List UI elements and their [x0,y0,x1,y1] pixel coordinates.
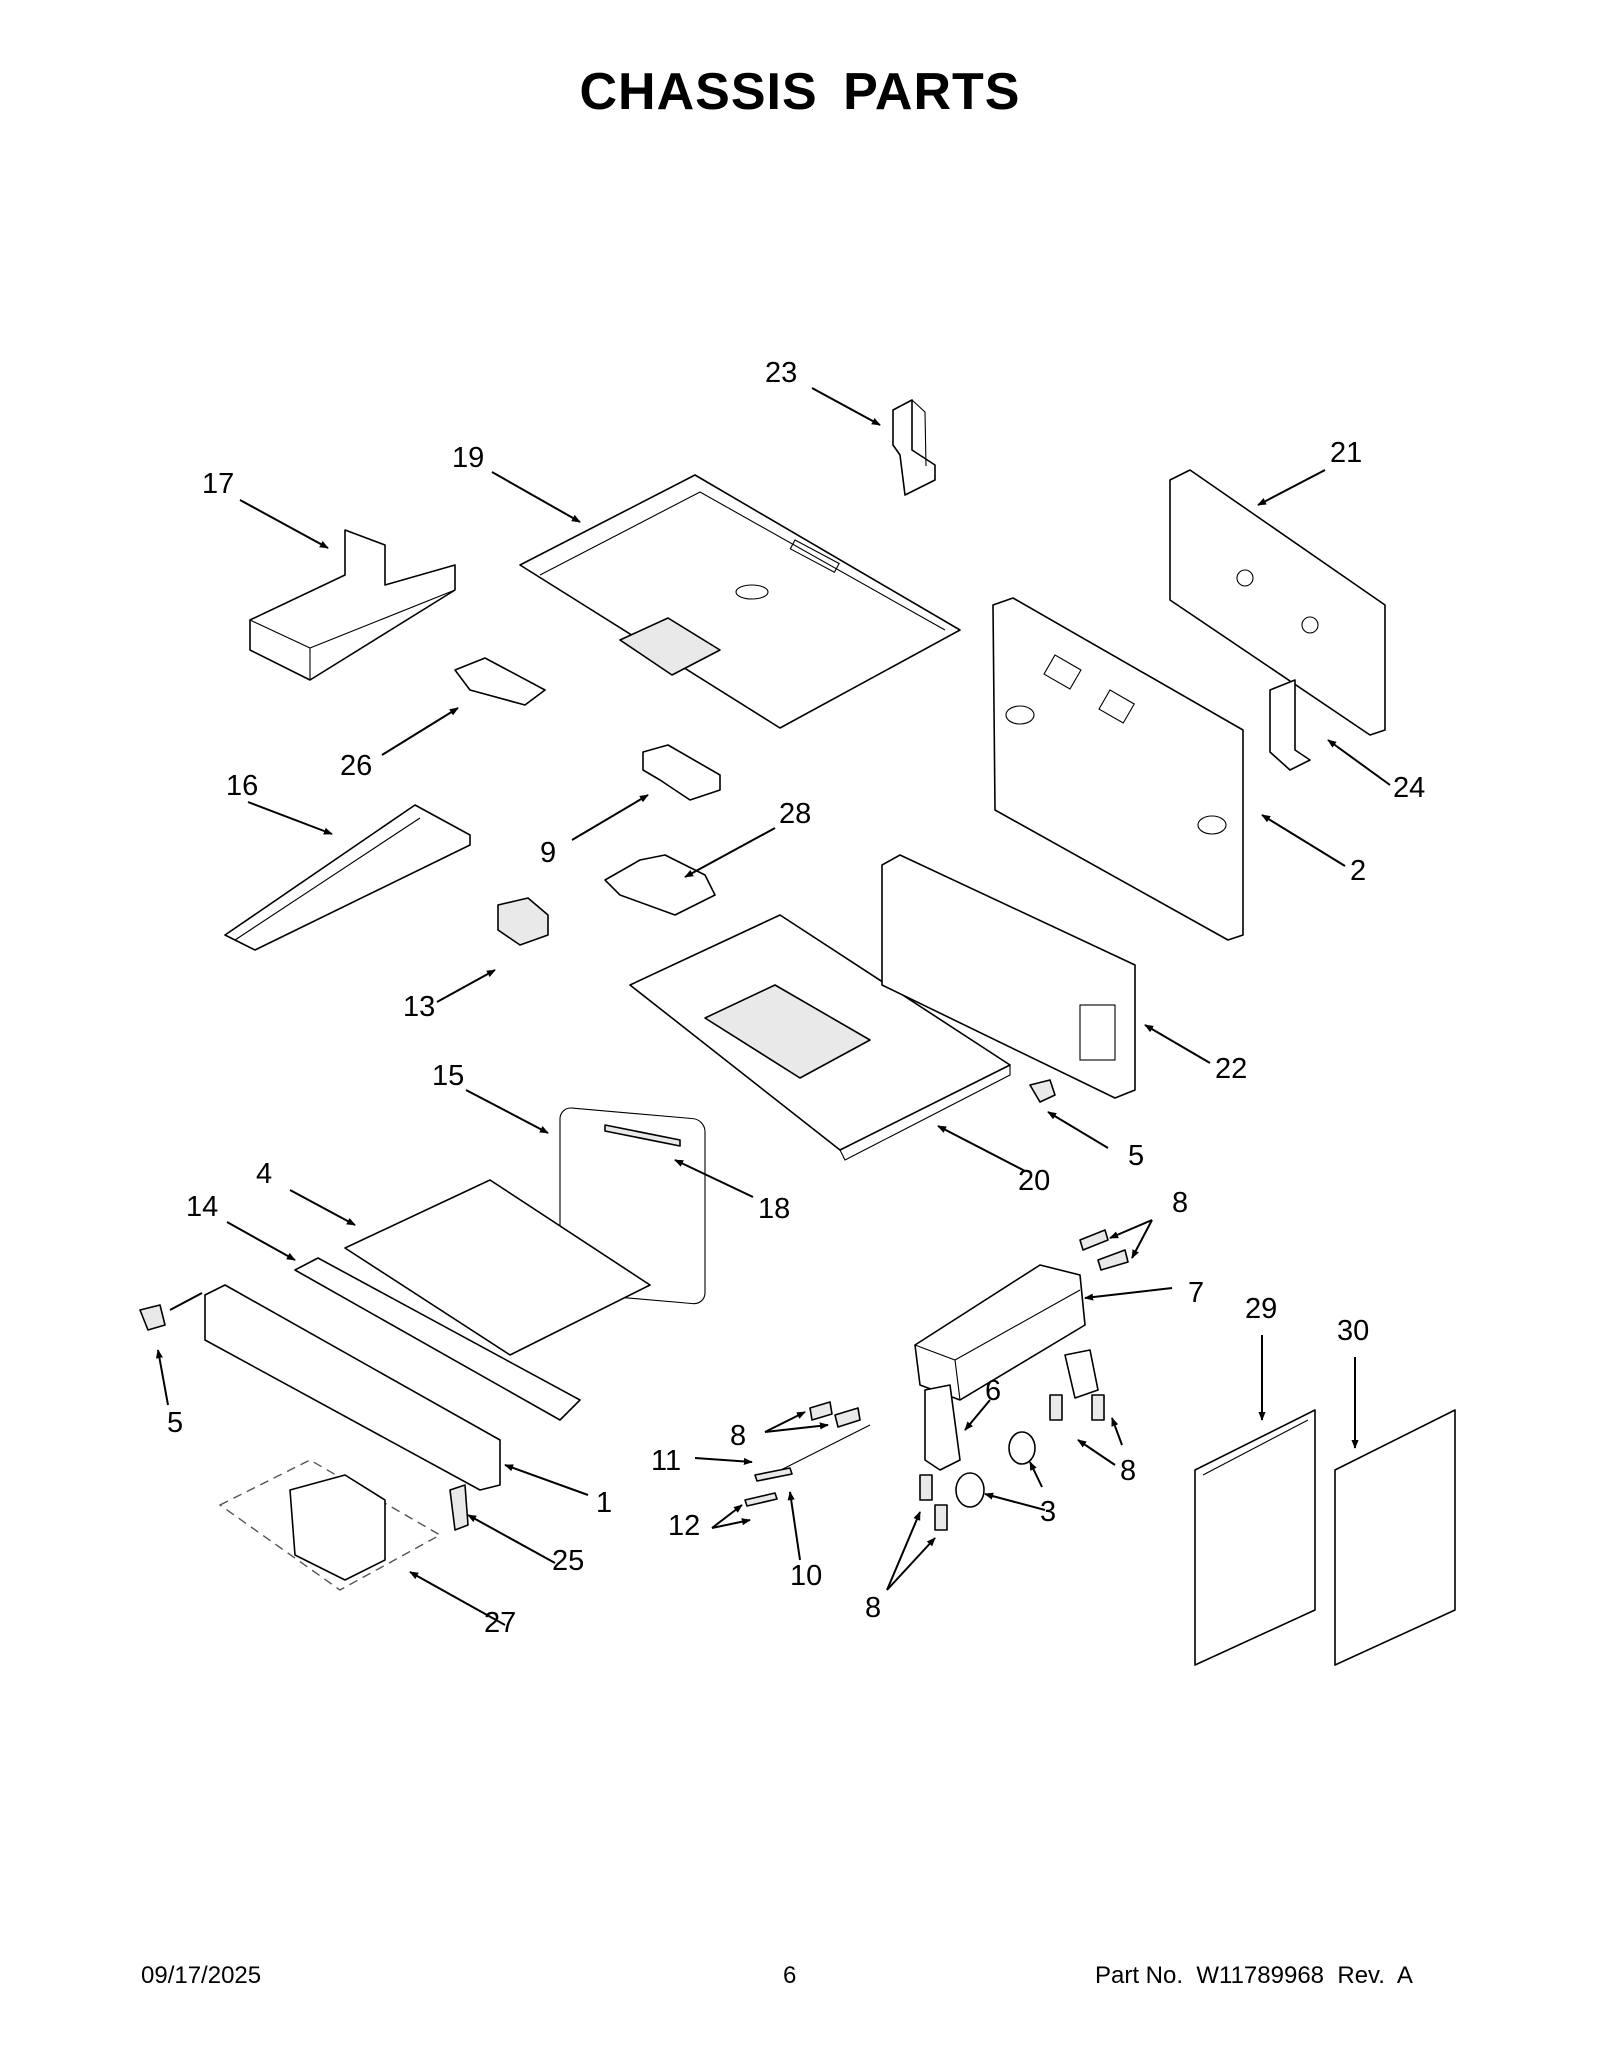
part-29-panel [1194,1409,1316,1666]
callout-8-left: 8 [730,1420,746,1452]
callout-5-left: 5 [167,1407,183,1439]
callout-20: 20 [1018,1165,1050,1197]
part-17-tray [249,529,456,681]
callout-12: 12 [668,1510,700,1542]
callout-15: 15 [432,1060,464,1092]
part-21-rear-cover [1169,469,1386,736]
callout-27: 27 [484,1607,516,1639]
part-24-bracket [1269,679,1311,771]
part-13-terminal-block [497,897,549,946]
callout-3: 3 [1040,1496,1056,1528]
part-25-clip [449,1484,469,1531]
callout-8-bottom: 8 [865,1592,881,1624]
callout-28: 28 [779,798,811,830]
part-23-bracket [892,399,936,496]
callout-6: 6 [985,1375,1001,1407]
callout-14: 14 [186,1191,218,1223]
callout-8-right: 8 [1120,1455,1136,1487]
callout-8-top: 8 [1172,1187,1188,1219]
part-2-back-panel [992,597,1244,941]
part-10-11-12-rods [744,1424,871,1507]
part-6-leveling-legs [924,1349,1099,1471]
callout-1: 1 [596,1487,612,1519]
callout-13: 13 [403,991,435,1023]
callout-5-right: 5 [1128,1140,1144,1172]
footer-page-number: 6 [783,1962,797,1989]
callout-30: 30 [1337,1315,1369,1347]
callout-7: 7 [1188,1277,1204,1309]
callout-17: 17 [202,468,234,500]
part-5-screw-left [139,1304,166,1331]
callout-10: 10 [790,1560,822,1592]
callout-22: 22 [1215,1053,1247,1085]
callout-4: 4 [256,1158,272,1190]
part-22-side-panel [881,854,1136,1099]
part-3-casters [955,1431,1036,1508]
part-7-bracket-assembly [914,1264,1086,1401]
callout-9: 9 [540,837,556,869]
part-15-gasket [559,1107,706,1305]
callout-18: 18 [758,1193,790,1225]
footer-part-number: Part No. W11789968 Rev. A [1095,1962,1413,1989]
footer-date: 09/17/2025 [141,1962,262,1989]
callout-16: 16 [226,770,258,802]
callout-25: 25 [552,1545,584,1577]
part-14-toe-rail [294,1257,581,1421]
callout-labels: 23 19 17 21 26 24 16 9 28 2 13 22 15 5 2… [167,357,1425,1639]
part-4-bottom-panel [344,1179,651,1356]
part-27-box [218,1459,442,1591]
callout-29: 29 [1245,1293,1277,1325]
callout-26: 26 [340,750,372,782]
part-1-kick-plate [204,1284,501,1491]
callout-23: 23 [765,357,797,389]
callout-24: 24 [1393,772,1425,804]
callout-11: 11 [651,1445,681,1477]
part-16-rail [224,804,471,951]
leader-lines [155,387,1391,1626]
part-28-bracket [604,854,716,916]
part-8-screws [809,1229,1129,1531]
page-title: CHASSIS PARTS [579,63,1021,121]
callout-2: 2 [1350,855,1366,887]
callout-19: 19 [452,442,484,474]
part-18-strip [604,1124,681,1147]
part-19-top-panel [519,474,961,729]
part-5-screw-right [1029,1079,1056,1103]
callout-21: 21 [1330,437,1362,469]
part-20-floor-panel [629,914,1011,1161]
part-26-bracket [454,657,546,706]
part-30-panel [1334,1409,1456,1666]
part-9-bracket [642,744,721,801]
